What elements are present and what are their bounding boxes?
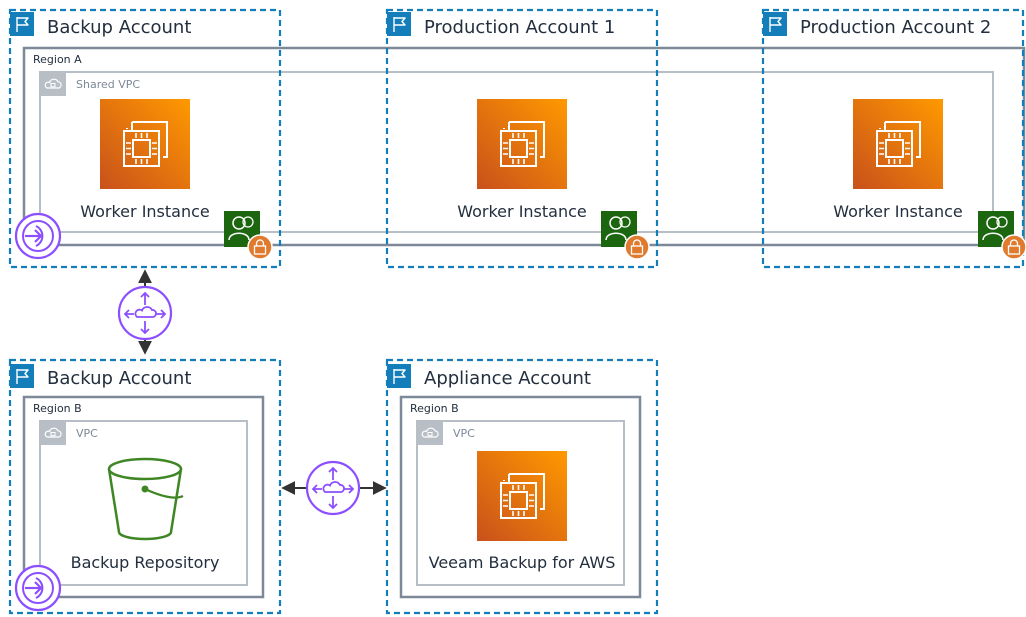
region-a-label: Region A — [33, 53, 82, 66]
region-b-right-label: Region B — [410, 402, 459, 415]
endpoint-icon — [14, 212, 62, 260]
flag-icon — [9, 11, 35, 37]
vpc-backup-box — [39, 420, 248, 586]
ec2-instance-icon — [852, 98, 944, 190]
cloud-icon — [416, 420, 444, 446]
production-account-1-box — [385, 8, 659, 269]
worker-instance-prod2-label: Worker Instance — [833, 202, 963, 221]
production-account-2-title: Production Account 2 — [800, 17, 991, 38]
production-account-1-title: Production Account 1 — [424, 17, 615, 38]
shared-vpc-box — [39, 71, 994, 233]
backup-repository-label: Backup Repository — [71, 553, 220, 572]
ec2-instance-icon — [476, 450, 568, 542]
flag-icon — [9, 363, 35, 389]
backup-account-top-box — [8, 8, 282, 269]
ec2-instance-icon — [99, 98, 191, 190]
iam-role-icon — [977, 210, 1026, 260]
appliance-account-title: Appliance Account — [424, 368, 591, 389]
veeam-backup-label: Veeam Backup for AWS — [429, 553, 616, 572]
flag-icon — [386, 11, 412, 37]
transit-gateway-icon — [117, 285, 173, 341]
backup-account-bottom-title: Backup Account — [47, 368, 191, 389]
vpc-appliance-box — [416, 420, 625, 586]
vpc-backup-label: VPC — [76, 427, 98, 440]
cloud-icon — [39, 71, 67, 97]
worker-instance-prod1-label: Worker Instance — [457, 202, 587, 221]
vpc-appliance-label: VPC — [453, 427, 475, 440]
appliance-account-box — [385, 358, 659, 615]
s3-bucket-icon — [107, 457, 184, 541]
iam-role-icon — [600, 210, 650, 260]
endpoint-icon — [14, 564, 62, 612]
flag-icon — [762, 11, 788, 37]
iam-role-icon — [223, 210, 273, 260]
ec2-instance-icon — [476, 98, 568, 190]
cloud-icon — [39, 420, 67, 446]
region-b-left-box — [22, 395, 265, 599]
backup-account-top-title: Backup Account — [47, 17, 191, 38]
region-b-right-box — [399, 395, 642, 599]
region-a-box — [22, 46, 1026, 247]
shared-vpc-label: Shared VPC — [76, 78, 140, 91]
flag-icon — [386, 363, 412, 389]
worker-instance-backup-label: Worker Instance — [80, 202, 210, 221]
region-b-left-label: Region B — [33, 402, 82, 415]
backup-account-bottom-box — [8, 358, 282, 615]
production-account-2-box — [761, 8, 1025, 269]
transit-gateway-icon — [305, 460, 361, 516]
